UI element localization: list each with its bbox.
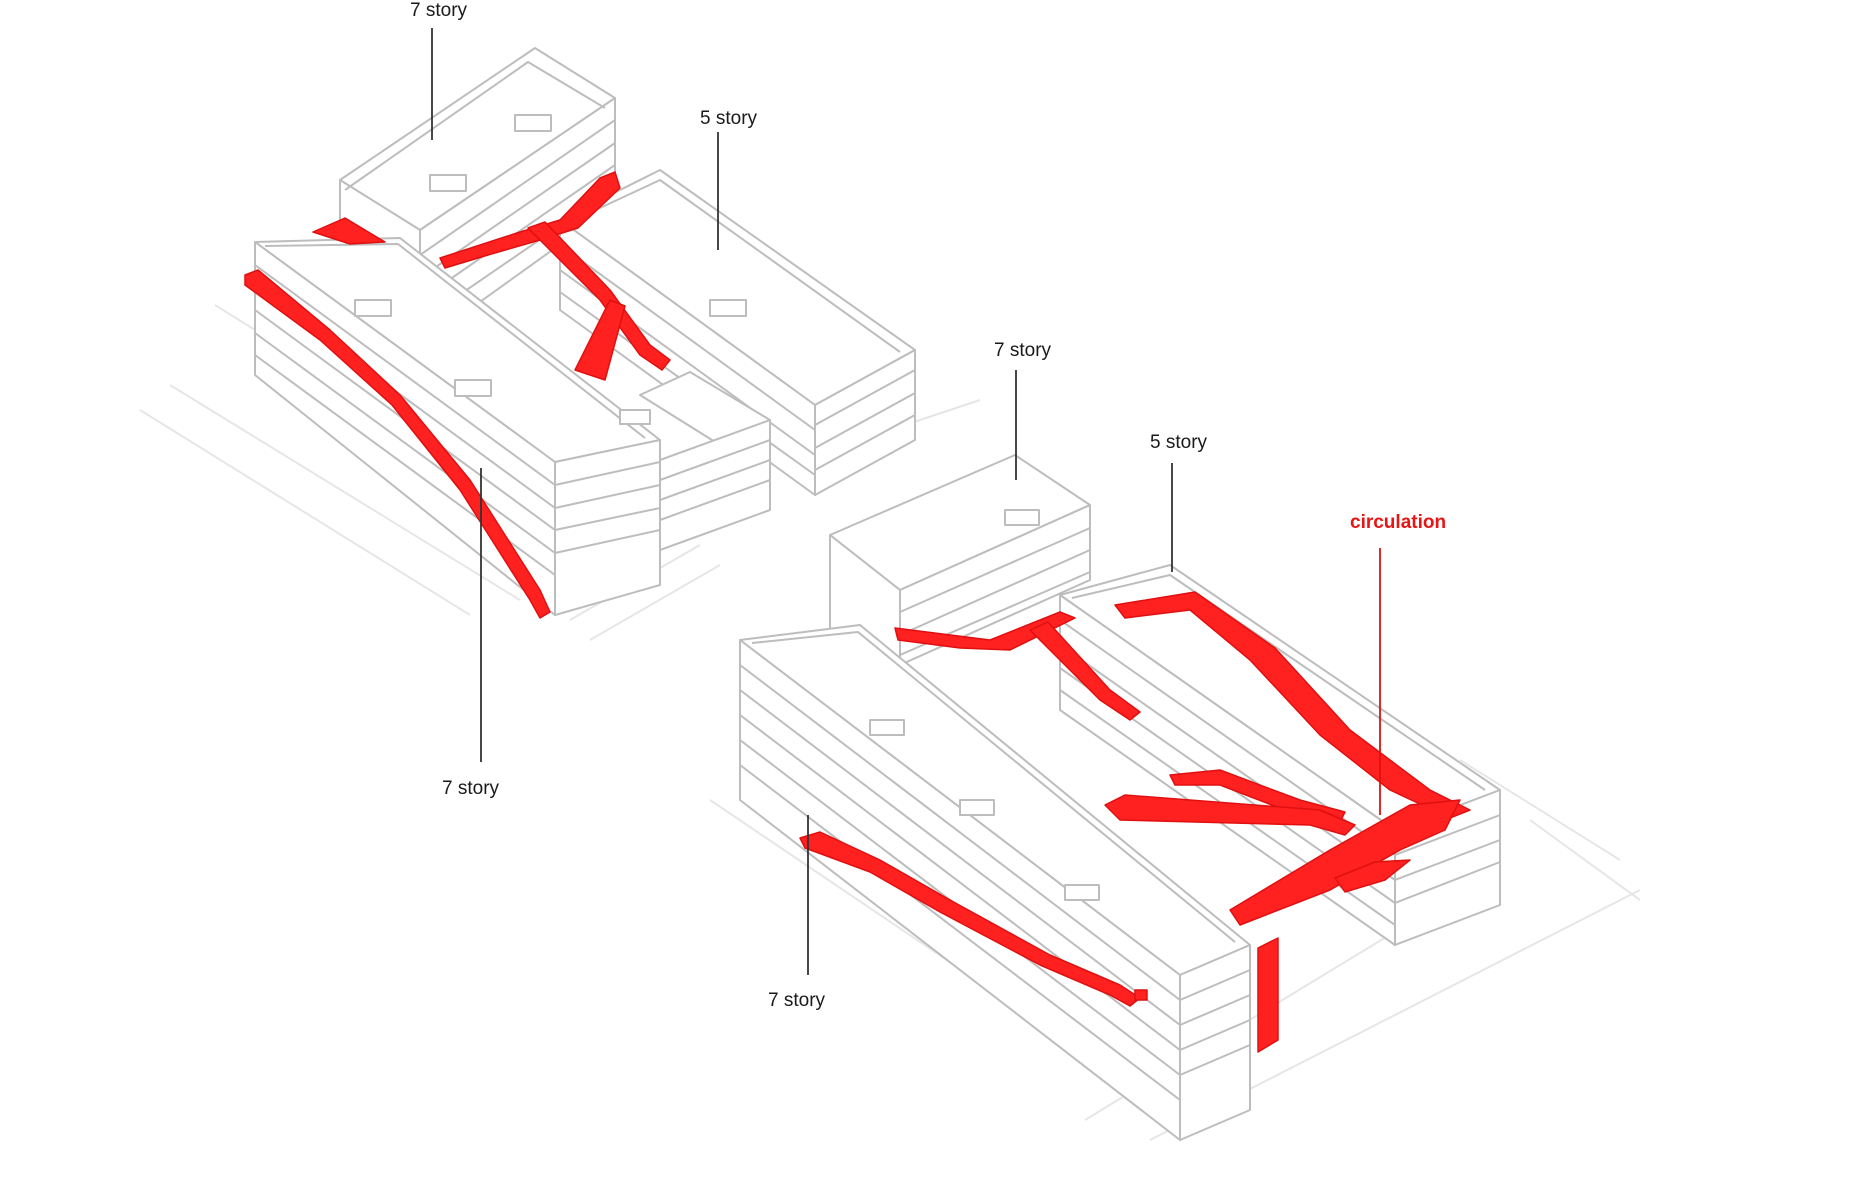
label-b-top-story: 7 story xyxy=(994,340,1052,361)
label-b-right-story: 5 story xyxy=(1150,432,1208,453)
label-a-bottom-story: 7 story xyxy=(442,778,500,799)
leader-lines xyxy=(431,28,1381,975)
label-a-right-story: 5 story xyxy=(700,108,758,129)
building-cluster-b xyxy=(739,454,1501,1141)
building-cluster-a xyxy=(254,47,916,616)
block-b-long xyxy=(739,624,1251,1141)
circulation-b xyxy=(799,591,1471,1053)
label-b-bottom-story: 7 story xyxy=(768,990,826,1011)
circulation-a xyxy=(244,171,671,619)
block-a-connector xyxy=(639,371,771,551)
label-a-top-story: 7 story xyxy=(410,0,468,21)
label-circulation: circulation xyxy=(1350,512,1447,533)
